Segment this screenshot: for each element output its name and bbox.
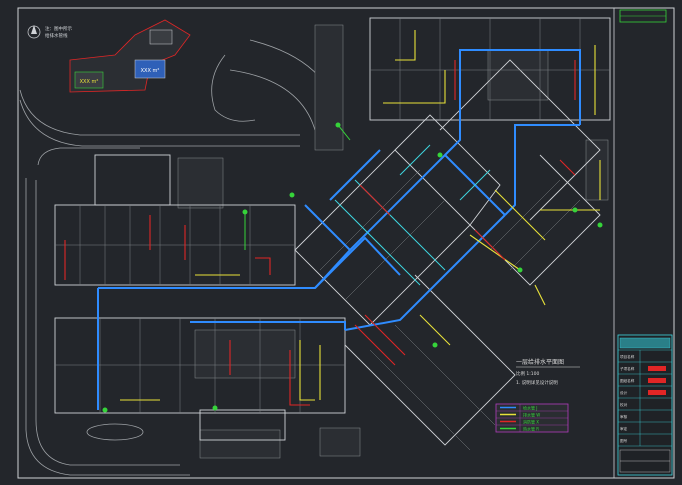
inset-label-2: XXX m²	[141, 68, 160, 74]
drawing-title: 一层给排水平面图	[516, 358, 564, 366]
title-row-8: 图号	[620, 438, 628, 443]
title-row-6: 审核	[620, 414, 628, 419]
site-outline	[19, 39, 341, 476]
inset-note-line-1: 注：图中所示	[45, 25, 72, 32]
water-supply-pipe	[97, 49, 581, 410]
title-row-7: 审定	[620, 426, 628, 431]
drawing-scale: 比例 1:100	[516, 370, 540, 377]
title-row-2: 子项名称	[620, 366, 635, 371]
inset-note-line-2: 给排水管线	[45, 32, 68, 39]
legend-row-3: 消防管 X	[523, 419, 539, 425]
inset-label-1: XXX m²	[80, 79, 99, 85]
legend-row-1: 给水管 J	[523, 405, 537, 411]
title-block-frame	[613, 7, 675, 479]
room-partitions	[55, 18, 610, 451]
drainage-pipes	[120, 30, 601, 401]
title-row-3: 图纸名称	[620, 378, 635, 383]
drawing-title-block: 一层给排水平面图 比例 1:100 1. 说明详见设计说明	[516, 358, 580, 386]
fire-pipes	[64, 60, 576, 406]
legend-row-4: 热水管 R	[523, 426, 539, 432]
title-row-4: 设计	[620, 390, 628, 395]
pipe-legend: 给水管 J 排水管 W 消防管 X 热水管 R	[495, 403, 569, 433]
risers	[102, 122, 603, 413]
title-row-1: 项目名称	[620, 354, 635, 359]
title-block: 项目名称 子项名称 图纸名称 设计 校对 审核 审定 图号	[617, 334, 673, 476]
hatched-areas	[177, 24, 609, 459]
drawing-note: 1. 说明详见设计说明	[516, 379, 558, 386]
title-row-5: 校对	[620, 402, 628, 407]
legend-row-2: 排水管 W	[523, 412, 540, 418]
key-plan-inset: XXX m² XXX m² 注：图中所示 给排水管线	[27, 19, 191, 93]
